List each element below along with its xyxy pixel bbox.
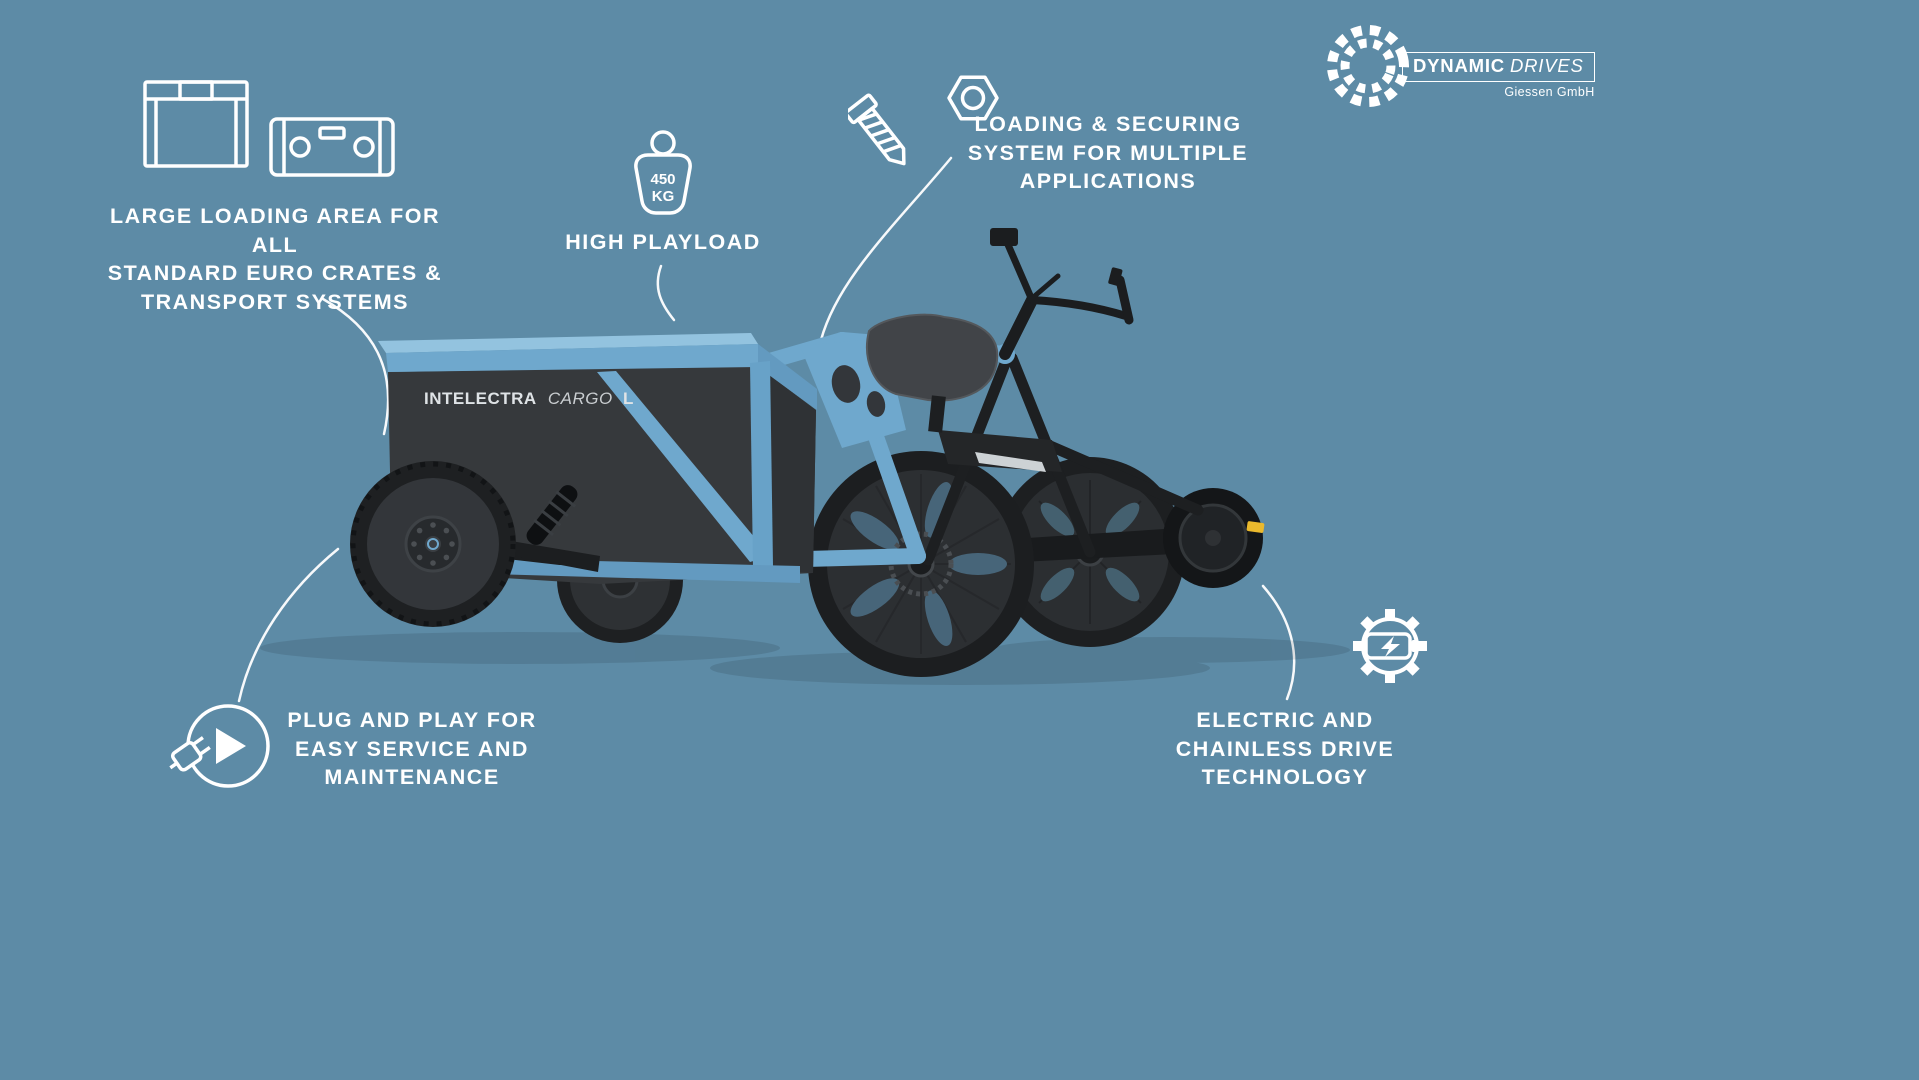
- callout-line: LARGE LOADING AREA FOR ALL: [109, 204, 440, 257]
- screw-icon: [848, 93, 906, 166]
- callout-line: ELECTRIC AND: [1196, 708, 1374, 732]
- transport-crate-icon: [269, 117, 395, 177]
- plug-and-play-icon: [169, 704, 270, 788]
- callout-payload: HIGH PLAYLOAD: [537, 228, 789, 257]
- logo-brand: DYNAMIC: [1413, 55, 1505, 76]
- callout-line: SYSTEM FOR MULTIPLE: [967, 140, 1249, 165]
- mid-wheel: [808, 451, 1034, 677]
- payload-weight-value: 450: [650, 171, 675, 188]
- vehicle-model: CARGO: [548, 389, 613, 408]
- vehicle-brand-text: INTELECTRA CARGO L: [424, 389, 634, 408]
- callout-line: TECHNOLOGY: [1201, 765, 1369, 790]
- payload-weight-icon: 450 KG: [634, 130, 692, 215]
- seat: [866, 313, 999, 402]
- callout-line: LOADING & SECURING: [974, 112, 1242, 136]
- dynamic-drives-emblem-icon: [1327, 25, 1409, 107]
- euro-crate-icon: [143, 80, 249, 168]
- logo-subtitle: Giessen GmbH: [1504, 85, 1595, 99]
- vehicle-size: L: [623, 389, 634, 408]
- connector-drive: [1261, 584, 1296, 701]
- cargo-box: INTELECTRA CARGO L: [378, 333, 817, 584]
- callout-service: PLUG AND PLAY FOR EASY SERVICE AND MAINT…: [262, 706, 562, 792]
- nut-icon: [947, 75, 999, 121]
- callout-line: APPLICATIONS: [1019, 169, 1197, 194]
- logo-brand-2: DRIVES: [1509, 55, 1584, 76]
- callout-line: PLUG AND PLAY FOR: [287, 708, 537, 732]
- lightning-icon: [1381, 636, 1400, 657]
- callout-line: HIGH PLAYLOAD: [565, 230, 761, 254]
- connector-lines: [237, 156, 1296, 703]
- callout-line: TRANSPORT SYSTEMS: [141, 289, 409, 314]
- callout-securing: LOADING & SECURING SYSTEM FOR MULTIPLE A…: [928, 110, 1288, 196]
- electric-drive-icon: [1353, 609, 1427, 683]
- callout-line: CHAINLESS DRIVE: [1175, 736, 1395, 761]
- bolt-and-nut-icon: [848, 75, 999, 166]
- front-left-wheel: [350, 461, 516, 627]
- callout-drive: ELECTRIC AND CHAINLESS DRIVE TECHNOLOGY: [1135, 706, 1435, 792]
- connector-payload: [656, 264, 676, 322]
- handlebar: [999, 236, 1134, 360]
- callout-line: STANDARD EURO CRATES &: [107, 261, 443, 286]
- ground-shadow: [260, 632, 1350, 685]
- connector-securing: [819, 156, 953, 342]
- connector-loading-area: [321, 297, 390, 436]
- vehicle-brand: INTELECTRA: [424, 389, 537, 408]
- connector-service: [237, 547, 340, 703]
- callout-line: MAINTENANCE: [324, 765, 500, 790]
- callout-line: EASY SERVICE AND: [295, 736, 529, 761]
- callout-loading-area: LARGE LOADING AREA FOR ALL STANDARD EURO…: [95, 202, 455, 316]
- drive-unit-label-tag: [1246, 521, 1265, 533]
- payload-weight-unit: KG: [652, 188, 675, 205]
- play-icon: [216, 728, 246, 764]
